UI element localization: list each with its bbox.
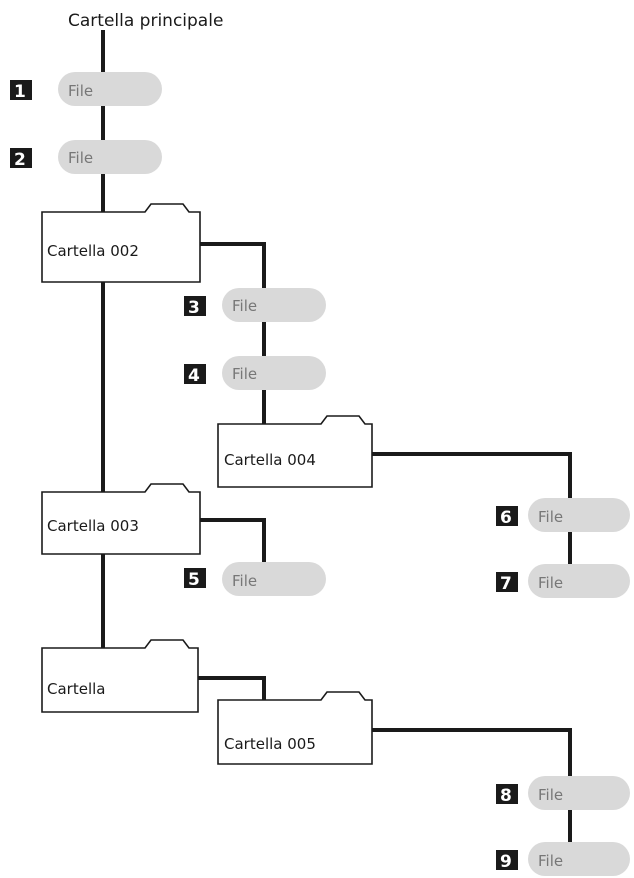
badge-number-4 bbox=[184, 364, 206, 384]
badge-number-1 bbox=[10, 80, 32, 100]
folder-icon bbox=[217, 415, 373, 488]
folder-icon bbox=[217, 691, 373, 765]
badge-label: 9 bbox=[500, 852, 512, 872]
badge-number-3 bbox=[184, 296, 206, 316]
badge-label: 6 bbox=[500, 508, 512, 528]
connector-004-branch bbox=[370, 452, 572, 582]
file-icon bbox=[58, 72, 162, 106]
file-label: File bbox=[232, 297, 257, 315]
file-label: File bbox=[68, 149, 93, 167]
badge-label: 5 bbox=[188, 570, 200, 590]
folder-icon bbox=[41, 483, 201, 555]
folder-cartella-005[interactable]: Cartella 005 bbox=[217, 691, 373, 765]
file-label: File bbox=[232, 572, 257, 590]
file-icon bbox=[528, 776, 630, 810]
folder-cartella-003[interactable]: Cartella 003 bbox=[41, 483, 201, 555]
file-item-8[interactable]: 8 File bbox=[496, 776, 630, 810]
file-icon bbox=[528, 498, 630, 532]
file-item-5[interactable]: 5 File bbox=[184, 562, 326, 596]
badge-label: 7 bbox=[500, 574, 512, 594]
file-label: File bbox=[538, 852, 563, 870]
file-label: File bbox=[538, 508, 563, 526]
file-item-3[interactable]: 3 File bbox=[184, 288, 326, 322]
badge-number-7 bbox=[496, 572, 518, 592]
folder-icon bbox=[41, 639, 199, 713]
file-icon bbox=[222, 562, 326, 596]
badge-label: 3 bbox=[188, 298, 200, 318]
folder-label: Cartella 004 bbox=[224, 451, 316, 469]
badge-label: 1 bbox=[14, 82, 26, 102]
file-item-9[interactable]: 9 File bbox=[496, 842, 630, 876]
folder-cartella[interactable]: Cartella bbox=[41, 639, 199, 713]
connector-cartella-branch bbox=[196, 676, 266, 702]
badge-number-2 bbox=[10, 148, 32, 168]
file-icon bbox=[222, 356, 326, 390]
badge-number-9 bbox=[496, 850, 518, 870]
file-label: File bbox=[538, 574, 563, 592]
file-item-6[interactable]: 6 File bbox=[496, 498, 630, 532]
file-icon bbox=[58, 140, 162, 174]
file-label: File bbox=[232, 365, 257, 383]
connector-005-branch bbox=[370, 728, 572, 860]
badge-number-6 bbox=[496, 506, 518, 526]
file-item-7[interactable]: 7 File bbox=[496, 564, 630, 598]
badge-number-5 bbox=[184, 568, 206, 588]
folder-icon bbox=[41, 203, 201, 283]
badge-label: 8 bbox=[500, 786, 512, 806]
folder-cartella-004[interactable]: Cartella 004 bbox=[217, 415, 373, 488]
connector-003-branch bbox=[198, 518, 266, 582]
folder-label: Cartella 003 bbox=[47, 517, 139, 535]
file-item-1[interactable]: 1 File bbox=[10, 72, 162, 106]
file-icon bbox=[528, 564, 630, 598]
badge-label: 4 bbox=[188, 366, 200, 386]
badge-number-8 bbox=[496, 784, 518, 804]
file-icon bbox=[222, 288, 326, 322]
file-item-4[interactable]: 4 File bbox=[184, 356, 326, 390]
connector-002-branch bbox=[198, 242, 266, 426]
file-label: File bbox=[538, 786, 563, 804]
file-label: File bbox=[68, 82, 93, 100]
folder-cartella-002[interactable]: Cartella 002 bbox=[41, 203, 201, 283]
root-folder-label: Cartella principale bbox=[68, 11, 223, 31]
folder-label: Cartella 005 bbox=[224, 735, 316, 753]
file-icon bbox=[528, 842, 630, 876]
badge-label: 2 bbox=[14, 150, 26, 170]
file-item-2[interactable]: 2 File bbox=[10, 140, 162, 174]
folder-label: Cartella bbox=[47, 680, 105, 698]
folder-label: Cartella 002 bbox=[47, 242, 139, 260]
